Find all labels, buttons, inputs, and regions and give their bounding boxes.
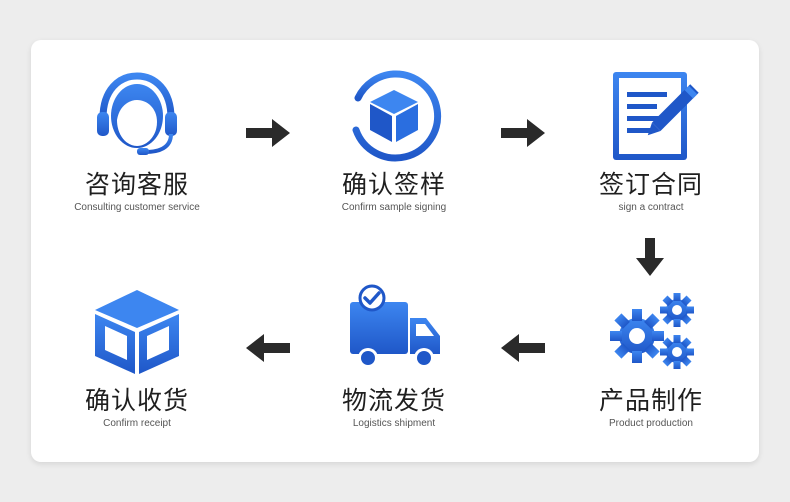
arrow-down-icon bbox=[636, 238, 664, 276]
contract-pen-icon bbox=[613, 72, 699, 160]
step-title: 咨询客服 bbox=[84, 170, 189, 199]
box-circle-icon bbox=[352, 70, 442, 162]
step-consulting: 咨询客服 Consulting customer service bbox=[37, 68, 237, 213]
arrow-right-icon bbox=[501, 119, 545, 147]
delivery-truck-icon bbox=[350, 284, 440, 368]
open-box-icon bbox=[95, 290, 179, 374]
step-title: 签订合同 bbox=[598, 170, 703, 199]
arrow-right-icon bbox=[246, 119, 290, 147]
headset-agent-icon bbox=[97, 72, 177, 155]
arrow-left-icon bbox=[501, 334, 545, 362]
step-subtitle: Logistics shipment bbox=[352, 418, 436, 429]
step-subtitle: Product production bbox=[609, 418, 693, 429]
process-card: 咨询客服 Consulting customer service 确认签样 Co… bbox=[31, 40, 759, 462]
step-confirm-receipt: 确认收货 Confirm receipt bbox=[37, 284, 237, 429]
step-subtitle: Confirm sample signing bbox=[341, 202, 447, 213]
step-subtitle: Consulting customer service bbox=[74, 202, 200, 213]
step-title: 确认签样 bbox=[341, 170, 446, 199]
arrow-left-icon bbox=[246, 334, 290, 362]
step-sign-contract: 签订合同 sign a contract bbox=[551, 68, 751, 213]
gears-icon bbox=[610, 293, 694, 369]
step-shipment: 物流发货 Logistics shipment bbox=[294, 284, 494, 429]
step-title: 确认收货 bbox=[84, 386, 189, 415]
step-title: 物流发货 bbox=[341, 386, 446, 415]
step-title: 产品制作 bbox=[598, 386, 703, 415]
step-confirm-sample: 确认签样 Confirm sample signing bbox=[294, 68, 494, 213]
step-subtitle: sign a contract bbox=[618, 202, 684, 213]
step-production: 产品制作 Product production bbox=[551, 284, 751, 429]
step-subtitle: Confirm receipt bbox=[103, 418, 171, 429]
